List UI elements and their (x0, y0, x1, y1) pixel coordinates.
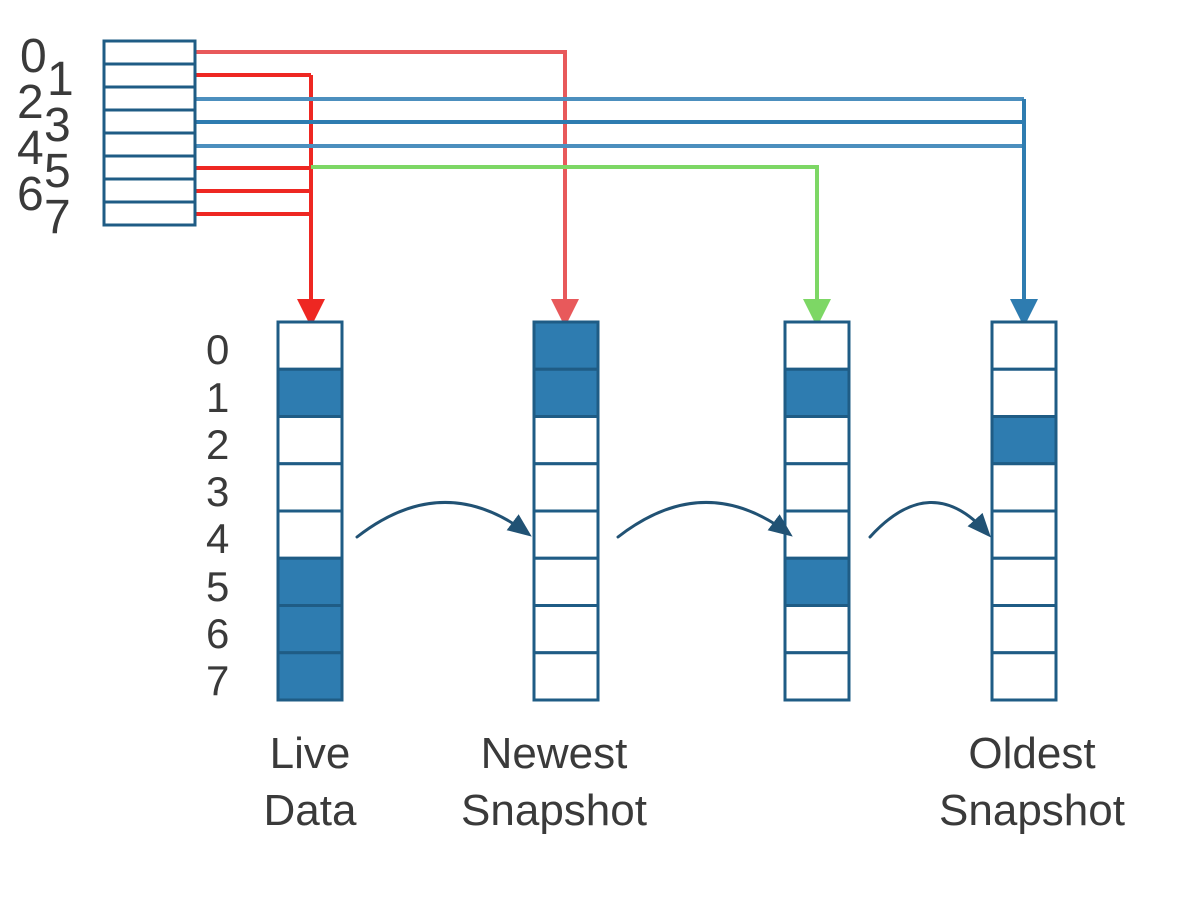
index-table-labels: 0 1 2 3 4 5 6 7 (17, 30, 74, 244)
snapshot-middle-cell-2 (783, 415, 851, 466)
newest-snapshot-cell-0 (532, 320, 600, 371)
connector-lines (150, 50, 1038, 327)
live-data-cell-2 (276, 415, 344, 466)
index-label-5: 5 (44, 145, 71, 198)
snapshot-middle-cell-1 (783, 367, 851, 418)
caption-oldest-snapshot-line-2: Snapshot (939, 786, 1125, 835)
live-data-cell-3 (276, 462, 344, 513)
index-label-2: 2 (17, 76, 44, 129)
oldest-snapshot-cell-6 (990, 604, 1058, 655)
newest-snapshot-cell-3 (532, 462, 600, 513)
index-label-6: 6 (17, 168, 44, 221)
newest-snapshot-cell-2 (532, 415, 600, 466)
index-table-row-5 (102, 154, 197, 181)
snapshot-middle-cell-0 (783, 320, 851, 371)
live-data-cell-4 (276, 509, 344, 560)
index-table-row-1 (102, 62, 197, 89)
snapshot-middle-cell-7 (783, 651, 851, 702)
oldest-snapshot-cell-1 (990, 367, 1058, 418)
index-table (102, 39, 197, 227)
flow-newest-to-middle-arrow (616, 501, 793, 539)
oldest-snapshot-cell-7 (990, 651, 1058, 702)
snapshot-middle-cell-5 (783, 556, 851, 607)
caption-live-data-line-1: Live (270, 729, 351, 778)
column-newest-snapshot (532, 320, 600, 702)
oldest-snapshot-cell-5 (990, 556, 1058, 607)
index-table-row-6 (102, 177, 197, 204)
index-label-7: 7 (44, 191, 71, 244)
newest-snapshot-cell-4 (532, 509, 600, 560)
caption-newest-snapshot-line-2: Snapshot (461, 786, 647, 835)
index-label-1: 1 (47, 53, 74, 106)
live-data-cell-5 (276, 556, 344, 607)
caption-newest-snapshot-line-1: Newest (481, 729, 628, 778)
newest-snapshot-cell-6 (532, 604, 600, 655)
flow-live-to-newest-arrow (355, 501, 532, 539)
column-row-label-7: 7 (206, 657, 229, 704)
column-row-label-3: 3 (206, 468, 229, 515)
column-live-data (276, 320, 344, 702)
newest-snapshot-cell-1 (532, 367, 600, 418)
flow-arrows (355, 501, 991, 539)
oldest-snapshot-cell-0 (990, 320, 1058, 371)
index-table-row-0 (102, 39, 197, 66)
column-row-label-0: 0 (206, 326, 229, 373)
link-row0-to-newest (150, 50, 579, 327)
live-data-cell-1 (276, 367, 344, 418)
snapshot-middle-cell-4 (783, 509, 851, 560)
live-data-cell-6 (276, 604, 344, 655)
live-data-cell-0 (276, 320, 344, 371)
column-snapshot-middle (783, 320, 851, 702)
flow-middle-to-oldest-arrow (868, 501, 991, 539)
snapshot-middle-cell-6 (783, 604, 851, 655)
live-data-cell-7 (276, 651, 344, 702)
oldest-snapshot-cell-2 (990, 415, 1058, 466)
column-captions: Live Data Newest Snapshot Oldest Snapsho… (264, 729, 1125, 835)
caption-oldest-snapshot-line-1: Oldest (968, 729, 1095, 778)
snapshot-middle-cell-3 (783, 462, 851, 513)
column-oldest-snapshot (990, 320, 1058, 702)
link-row5-to-middle (311, 165, 831, 327)
index-label-4: 4 (17, 122, 44, 175)
index-label-3: 3 (44, 99, 71, 152)
newest-snapshot-cell-7 (532, 651, 600, 702)
column-row-labels: 0 1 2 3 4 5 6 7 (206, 326, 229, 704)
oldest-snapshot-cell-4 (990, 509, 1058, 560)
oldest-snapshot-cell-3 (990, 462, 1058, 513)
newest-snapshot-cell-5 (532, 556, 600, 607)
index-table-row-4 (102, 131, 197, 158)
column-row-label-1: 1 (206, 374, 229, 421)
column-row-label-5: 5 (206, 563, 229, 610)
column-row-label-4: 4 (206, 515, 229, 562)
column-row-label-6: 6 (206, 610, 229, 657)
column-row-label-2: 2 (206, 421, 229, 468)
index-label-0: 0 (20, 30, 47, 83)
index-table-row-7 (102, 200, 197, 227)
caption-live-data-line-2: Data (264, 786, 357, 835)
index-table-row-2 (102, 85, 197, 112)
index-table-row-3 (102, 108, 197, 135)
